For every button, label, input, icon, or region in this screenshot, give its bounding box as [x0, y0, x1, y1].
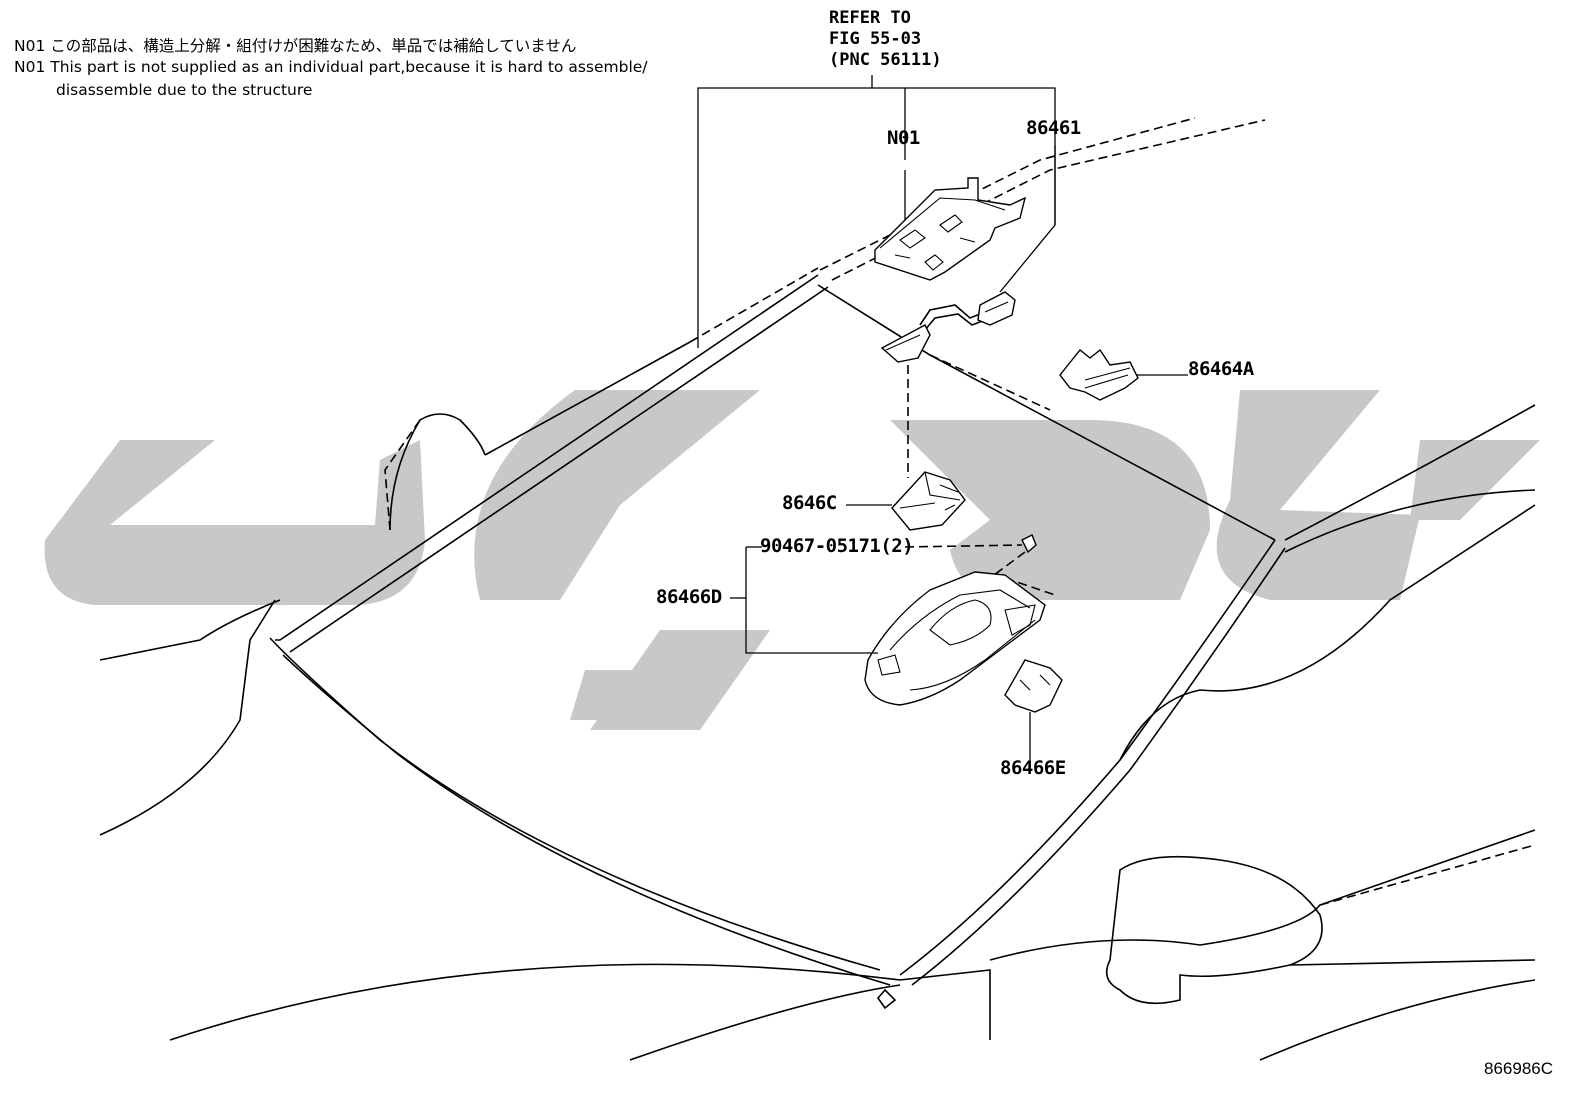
note-en-line2: disassemble due to the structure [56, 81, 313, 99]
reference-bracket [697, 75, 1056, 348]
callout-86466e[interactable]: 86466E [1000, 757, 1066, 779]
cover-8646c [891, 471, 966, 531]
wire-harness-86461 [919, 291, 1016, 331]
sensor-bracket-n01 [874, 177, 1027, 281]
note-jp: N01 この部品は、構造上分解・組付けが困難なため、単品では補給していません [14, 37, 577, 55]
reference-line3: (PNC 56111) [829, 50, 942, 70]
clip-90467 [1021, 534, 1037, 554]
watermark-logo [44, 390, 1540, 730]
leaders [730, 374, 1188, 765]
figure-id: 866986C [1484, 1059, 1554, 1078]
callout-n01[interactable]: N01 [887, 127, 920, 149]
mirror-base [880, 324, 931, 363]
plate-86466e [1004, 659, 1063, 713]
reference-line2: FIG 55-03 [829, 29, 922, 49]
note-en-line1: N01 This part is not supplied as an indi… [14, 58, 648, 76]
bracket-86464a [1059, 348, 1139, 401]
callout-8646c[interactable]: 8646C [782, 492, 837, 514]
console-86466d [864, 571, 1046, 706]
callout-86464a[interactable]: 86464A [1188, 358, 1254, 380]
callout-86466d[interactable]: 86466D [656, 586, 722, 608]
callout-86461[interactable]: 86461 [1026, 117, 1081, 139]
reference-line1: REFER TO [829, 8, 911, 28]
vehicle-body [99, 267, 1536, 1061]
callout-90467[interactable]: 90467-05171(2) [760, 535, 914, 557]
windshield [269, 117, 1286, 986]
